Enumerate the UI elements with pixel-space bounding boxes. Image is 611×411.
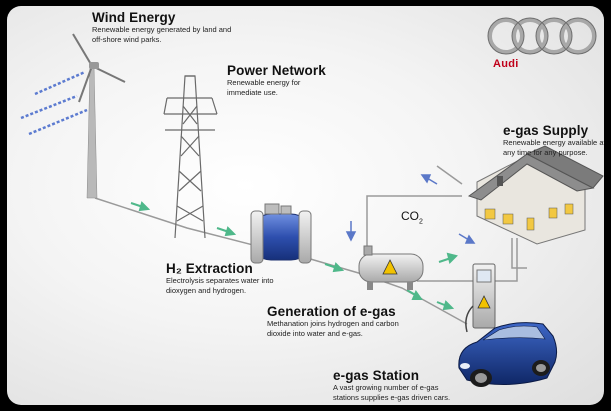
stage-description: Renewable energy generated by land and o… <box>92 25 232 44</box>
egas-station-label: e-gas Station A vast growing number of e… <box>333 368 457 402</box>
process-scene <box>20 33 604 387</box>
brand-name: Audi <box>493 58 519 70</box>
four-rings-logo <box>487 17 597 55</box>
pylon-icon <box>163 75 218 239</box>
stage-title: e-gas Station <box>333 368 420 383</box>
stage-title: Generation of e-gas <box>267 304 396 319</box>
flow-arrow <box>438 252 458 264</box>
wind-streaks <box>20 70 88 136</box>
flow-arrow <box>420 174 438 185</box>
stage-description: A vast growing number of e-gas stations … <box>333 383 451 402</box>
egas-supply-label: e-gas Supply Renewable energy available … <box>503 123 604 157</box>
power-network-label: Power Network Renewable energy for immed… <box>227 63 337 97</box>
wind-turbine-icon <box>72 33 126 199</box>
co2-label: CO2 <box>401 209 423 225</box>
stage-title: e-gas Supply <box>503 123 589 138</box>
house-icon <box>467 145 604 245</box>
flow-arrow <box>345 221 357 242</box>
flow-arrow <box>406 289 423 300</box>
stage-description: Methanation joins hydrogen and carbon di… <box>267 319 399 338</box>
flow-arrows <box>130 201 458 311</box>
flow-arrow <box>458 233 476 244</box>
stage-title: H₂ Extraction <box>166 261 253 276</box>
gas-pump-icon <box>465 263 496 333</box>
h2-extraction-label: H₂ Extraction Electrolysis separates wat… <box>166 261 286 295</box>
stage-description: Renewable energy for immediate use. <box>227 78 301 97</box>
stage-description: Renewable energy available at any time f… <box>503 138 604 157</box>
generation-label: Generation of e-gas Methanation joins hy… <box>267 304 417 338</box>
flow-arrow <box>130 201 151 212</box>
co2-subscript: 2 <box>419 218 423 226</box>
stage-title: Wind Energy <box>92 10 176 25</box>
wind-energy-label: Wind Energy Renewable energy generated b… <box>92 10 242 44</box>
methanation-tank-icon <box>358 245 424 290</box>
flow-arrow <box>436 300 455 311</box>
stage-description: Electrolysis separates water into dioxyg… <box>166 276 274 295</box>
flow-arrow <box>216 226 237 237</box>
flow-arrow <box>324 262 345 273</box>
electrolyzer-tank-icon <box>250 203 312 264</box>
co2-text: CO <box>401 209 419 223</box>
stage-title: Power Network <box>227 63 326 78</box>
diagram-frame: Wind Energy Renewable energy generated b… <box>7 6 604 405</box>
car-icon <box>458 322 558 387</box>
co2-arrows <box>345 174 476 244</box>
